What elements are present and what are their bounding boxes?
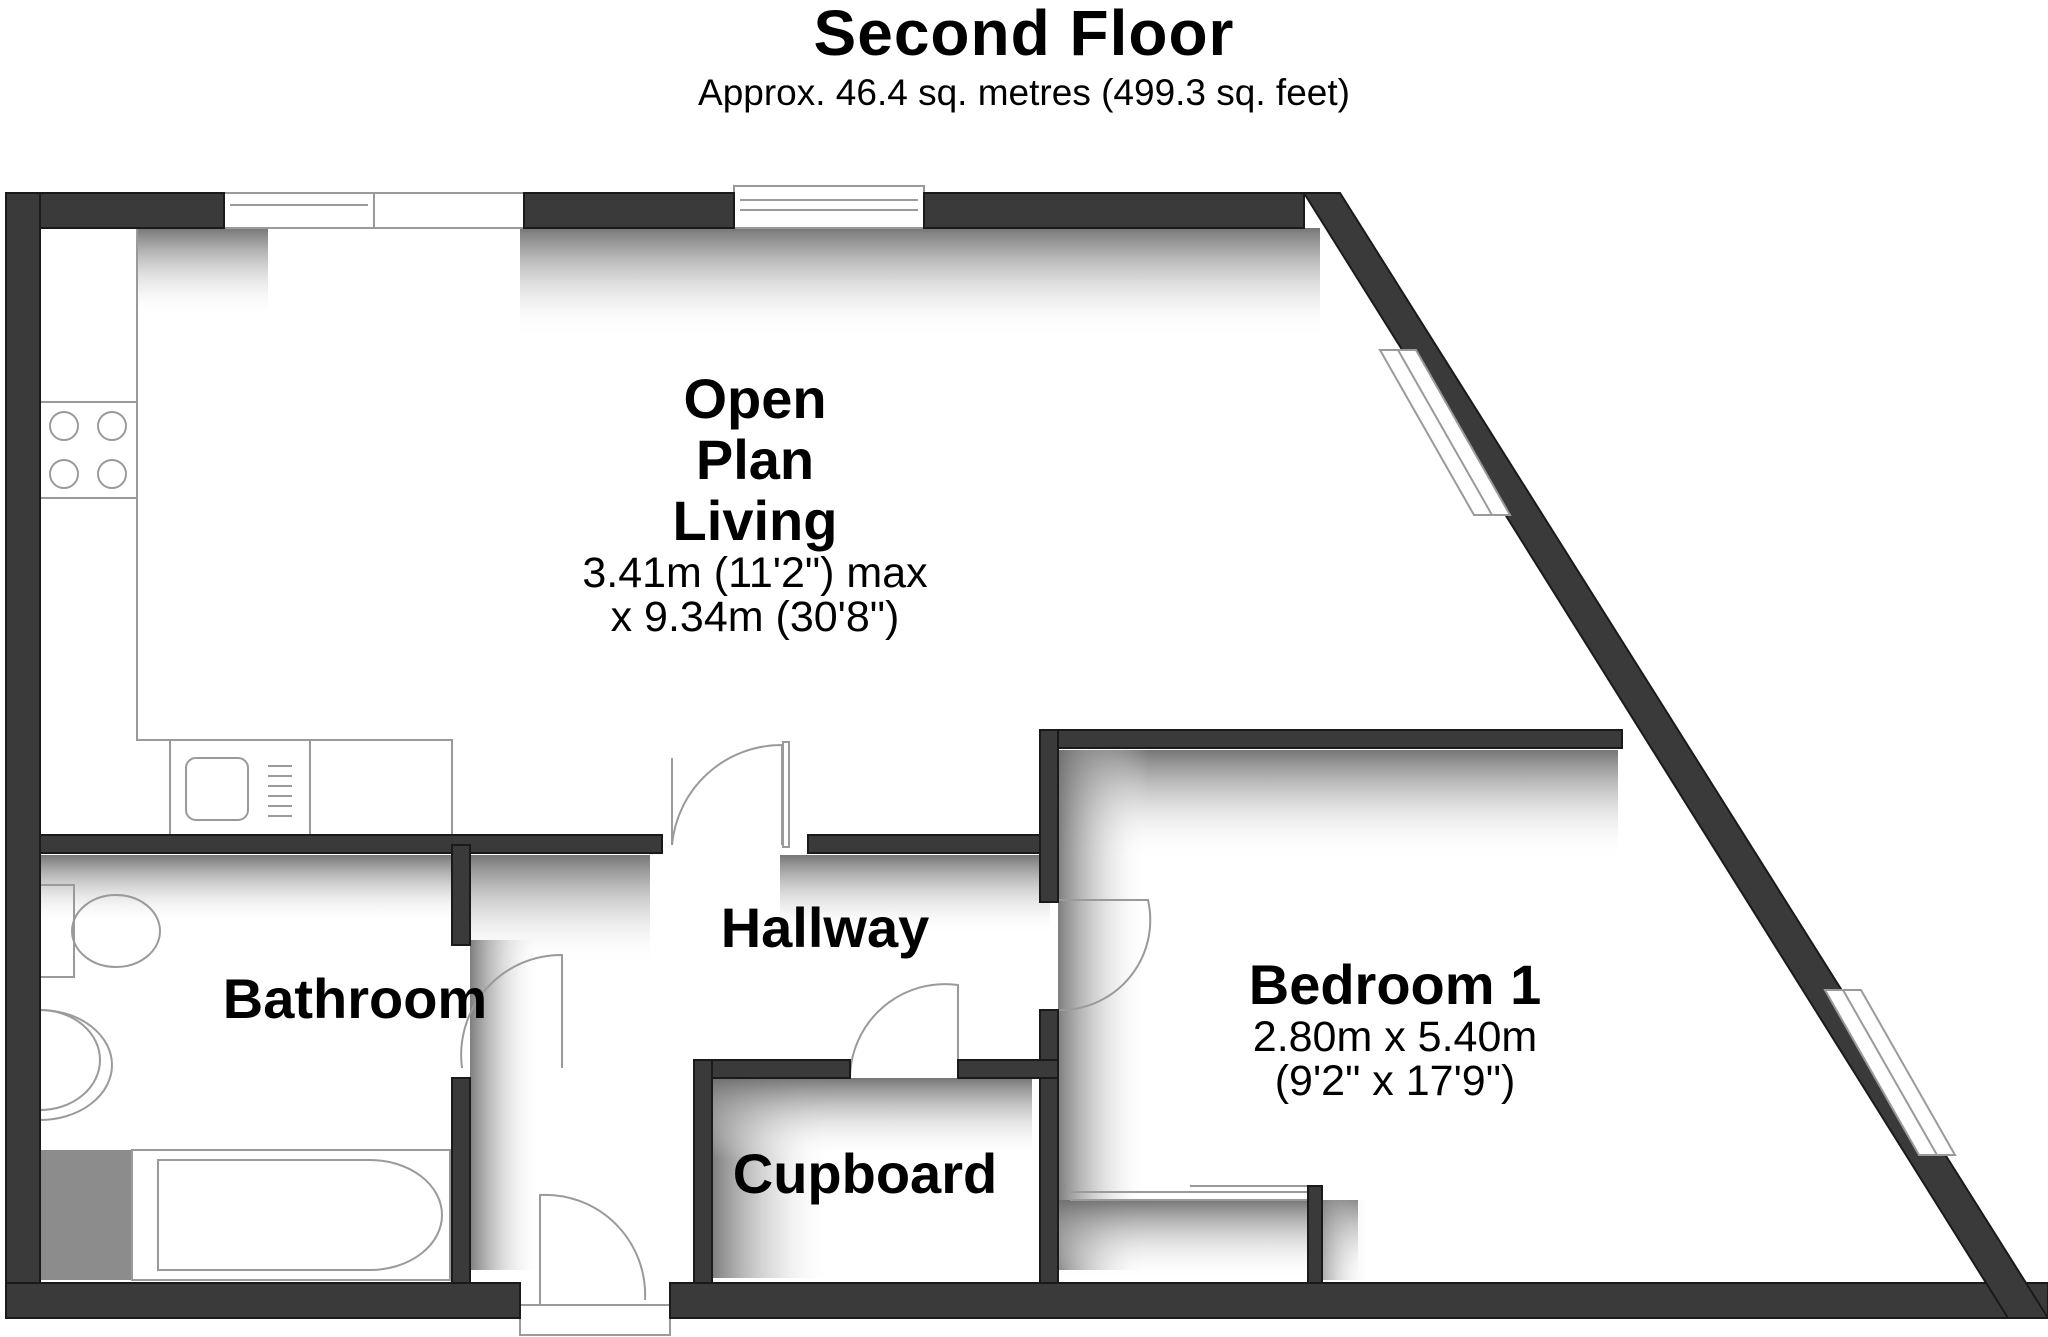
room-label-bathroom: Bathroom [190, 968, 520, 1029]
kitchen-fixtures [40, 228, 453, 835]
room-label-living: Open Plan Living 3.41m (11'2") max x 9.3… [510, 368, 1000, 639]
room-dimension: x 9.34m (30'8") [610, 593, 900, 641]
floor-area: Approx. 46.4 sq. metres (499.3 sq. feet) [698, 72, 1350, 113]
room-name: Plan [695, 428, 815, 491]
room-label-cupboard: Cupboard [700, 1143, 1030, 1204]
wardrobe [1070, 1185, 1323, 1284]
room-dimension: 3.41m (11'2") max [582, 549, 928, 597]
doors [460, 741, 1152, 1336]
slanted-windows [1378, 349, 1957, 1156]
room-name: Cupboard [732, 1142, 998, 1205]
bathroom-fixtures [39, 884, 451, 1281]
room-dimension: (9'2" x 17'9") [1274, 1057, 1516, 1105]
room-label-bedroom: Bedroom 1 2.80m x 5.40m (9'2" x 17'9") [1200, 954, 1590, 1103]
room-label-hallway: Hallway [680, 897, 970, 958]
room-name: Living [672, 489, 838, 552]
windows [223, 185, 925, 229]
room-name: Hallway [720, 896, 930, 959]
room-name: Open [683, 367, 827, 430]
floor-title: Second Floor [813, 0, 1235, 69]
room-name: Bedroom 1 [1248, 953, 1542, 1016]
room-dimension: 2.80m x 5.40m [1252, 1013, 1538, 1061]
room-name: Bathroom [222, 967, 488, 1030]
